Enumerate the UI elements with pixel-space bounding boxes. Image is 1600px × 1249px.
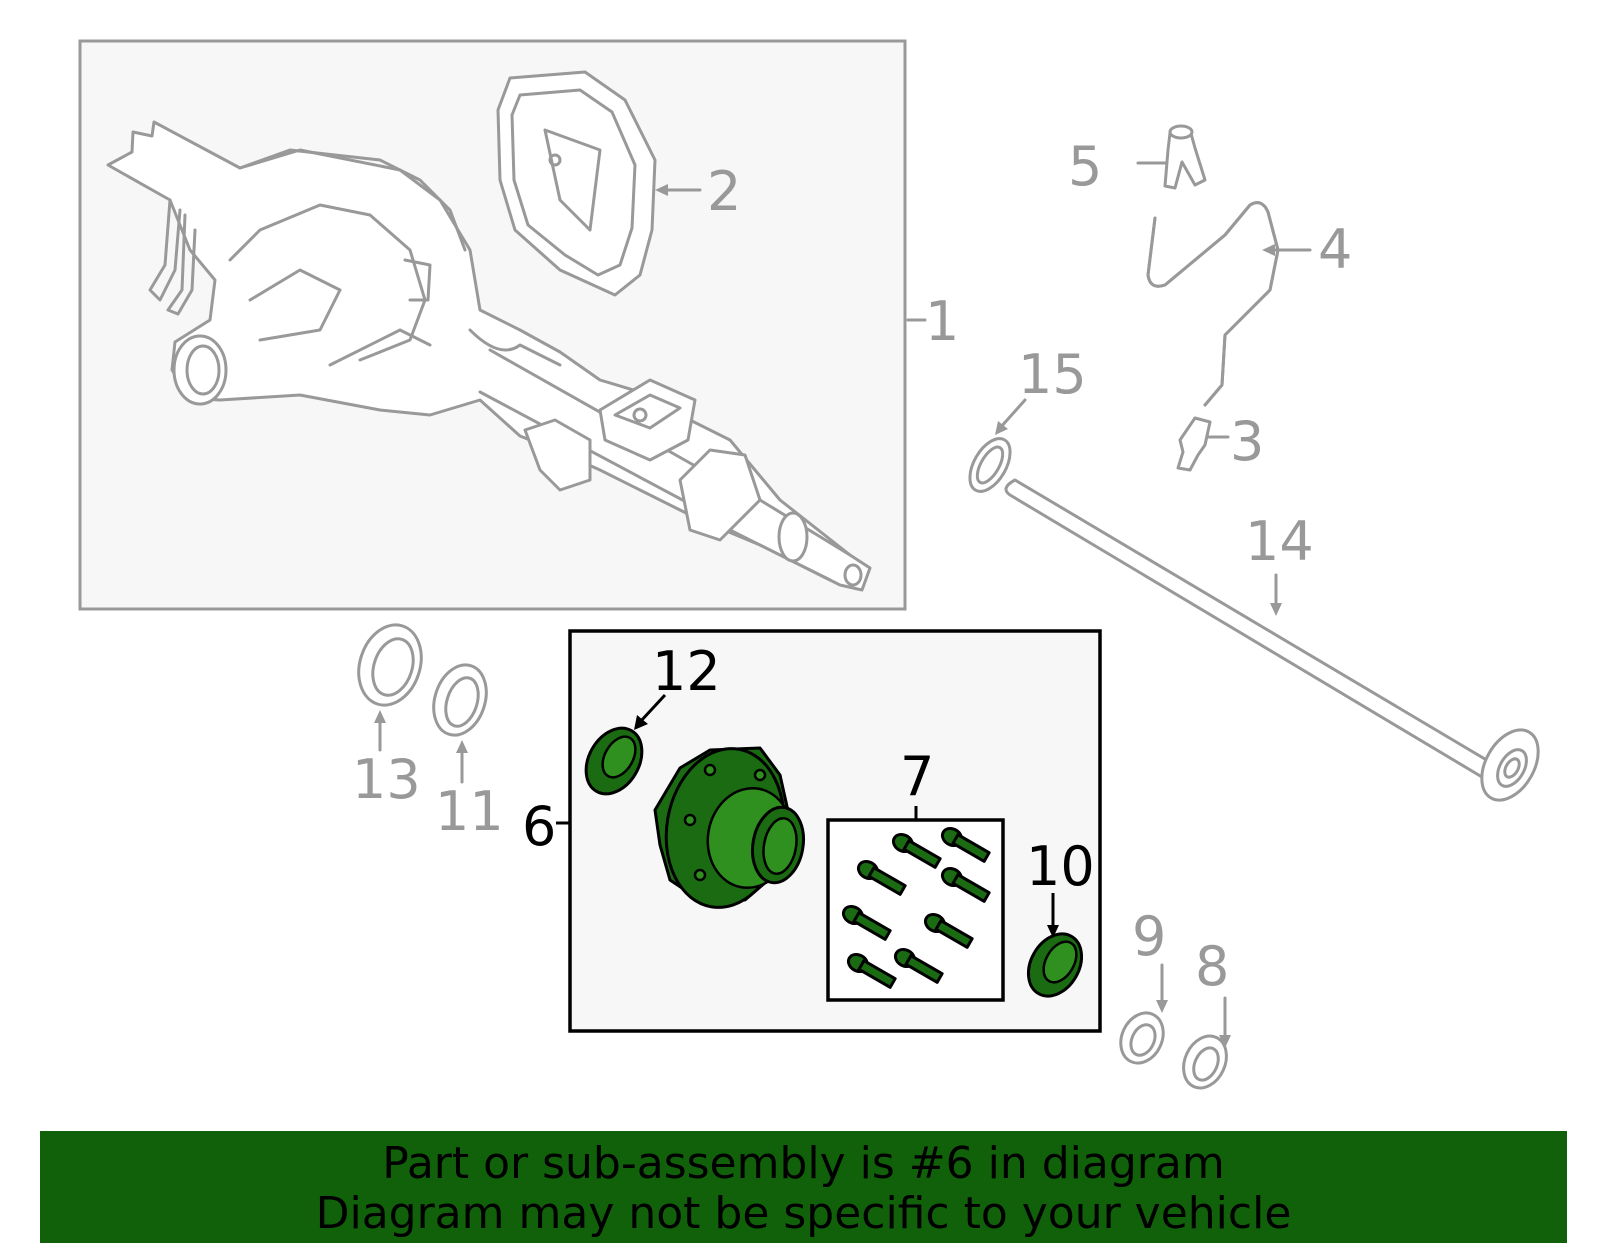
callout-6: 6	[522, 795, 556, 858]
banner-line-2: Diagram may not be specific to your vehi…	[315, 1188, 1292, 1239]
callout-1: 1	[925, 290, 959, 353]
hub-drawing	[653, 746, 805, 909]
seal-10-drawing	[1026, 932, 1084, 998]
differential-cover-drawing	[496, 70, 657, 297]
bearing-8-drawing	[1182, 1034, 1228, 1090]
fitting-drawing	[1176, 416, 1212, 472]
callout-9: 9	[1132, 905, 1166, 968]
callout-15: 15	[1018, 343, 1087, 406]
clip-drawing	[1163, 124, 1207, 190]
callout-8: 8	[1195, 935, 1229, 998]
callout-10: 10	[1026, 835, 1095, 898]
callout-11: 11	[435, 780, 504, 843]
banner-line-1: Part or sub-assembly is #6 in diagram	[382, 1138, 1225, 1189]
callout-13: 13	[352, 748, 421, 811]
seal-13-drawing	[357, 623, 423, 707]
axle-shaft-drawing	[1004, 478, 1540, 802]
vent-tube-drawing	[1146, 201, 1280, 407]
washer-drawing	[968, 437, 1012, 493]
seal-12-drawing	[584, 726, 644, 796]
axle-housing-drawing	[106, 120, 872, 592]
callout-7: 7	[900, 745, 934, 808]
callout-5: 5	[1068, 135, 1102, 198]
bearing-9-drawing	[1119, 1011, 1165, 1065]
seal-11-drawing	[432, 663, 488, 737]
callout-3: 3	[1230, 410, 1264, 473]
callout-12: 12	[652, 640, 721, 703]
callout-14: 14	[1245, 510, 1314, 573]
callout-4: 4	[1318, 218, 1352, 281]
bolts-drawing	[841, 826, 991, 989]
info-banner: Part or sub-assembly is #6 in diagram Di…	[40, 1131, 1567, 1243]
callout-2: 2	[707, 160, 741, 223]
